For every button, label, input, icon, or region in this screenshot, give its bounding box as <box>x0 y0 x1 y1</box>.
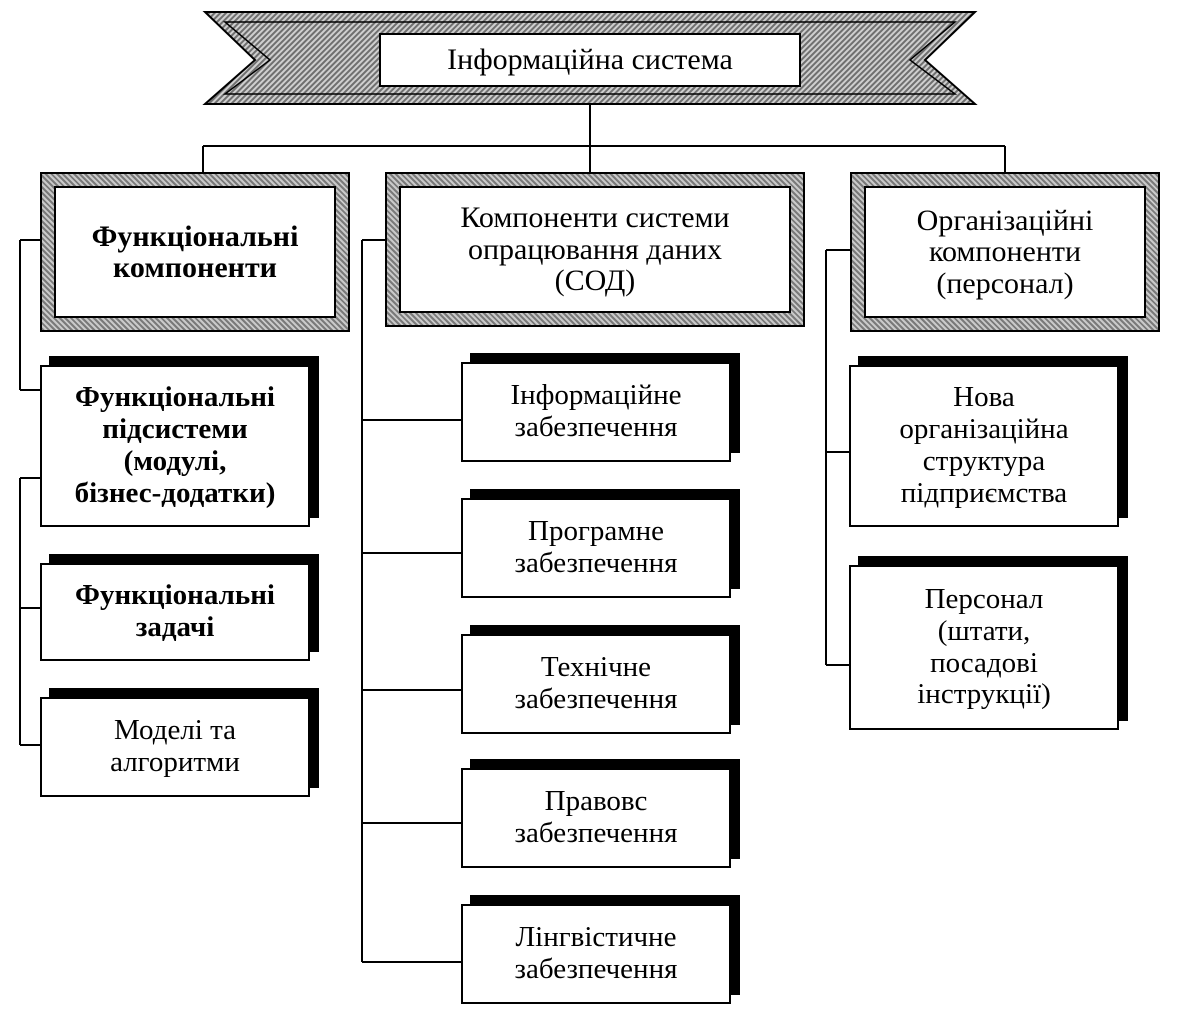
leaf-organizational-structure: Нова організаційна структура підприємств… <box>849 365 1119 527</box>
leaf-functional-subsystems: Функціональні підсистеми (модулі, бізнес… <box>40 365 310 527</box>
leaf-information-support: Інформаційне забезпечення <box>461 362 731 462</box>
heading-data-processing-label: Компоненти системи опрацювання даних (СО… <box>399 186 791 313</box>
heading-organizational-label: Організаційні компоненти (персонал) <box>864 186 1146 318</box>
heading-organizational-components: Організаційні компоненти (персонал) <box>850 172 1160 332</box>
leaf-models-algorithms: Моделі та алгоритми <box>40 697 310 797</box>
system-title: Інформаційна система <box>447 43 733 76</box>
leaf-linguistic-support: Лінгвістичне забезпечення <box>461 904 731 1004</box>
leaf-legal-support: Правовс забезпечення <box>461 768 731 868</box>
heading-functional-label: Функціональні компоненти <box>54 186 336 318</box>
leaf-functional-tasks: Функціональні задачі <box>40 563 310 661</box>
title-ribbon <box>202 11 978 105</box>
heading-functional-components: Функціональні компоненти <box>40 172 350 332</box>
heading-data-processing-components: Компоненти системи опрацювання даних (СО… <box>385 172 805 327</box>
leaf-hardware-support: Технічне забезпечення <box>461 634 731 734</box>
leaf-personnel: Персонал (штати, посадові інструкції) <box>849 565 1119 730</box>
leaf-software-support: Програмне забезпечення <box>461 498 731 598</box>
